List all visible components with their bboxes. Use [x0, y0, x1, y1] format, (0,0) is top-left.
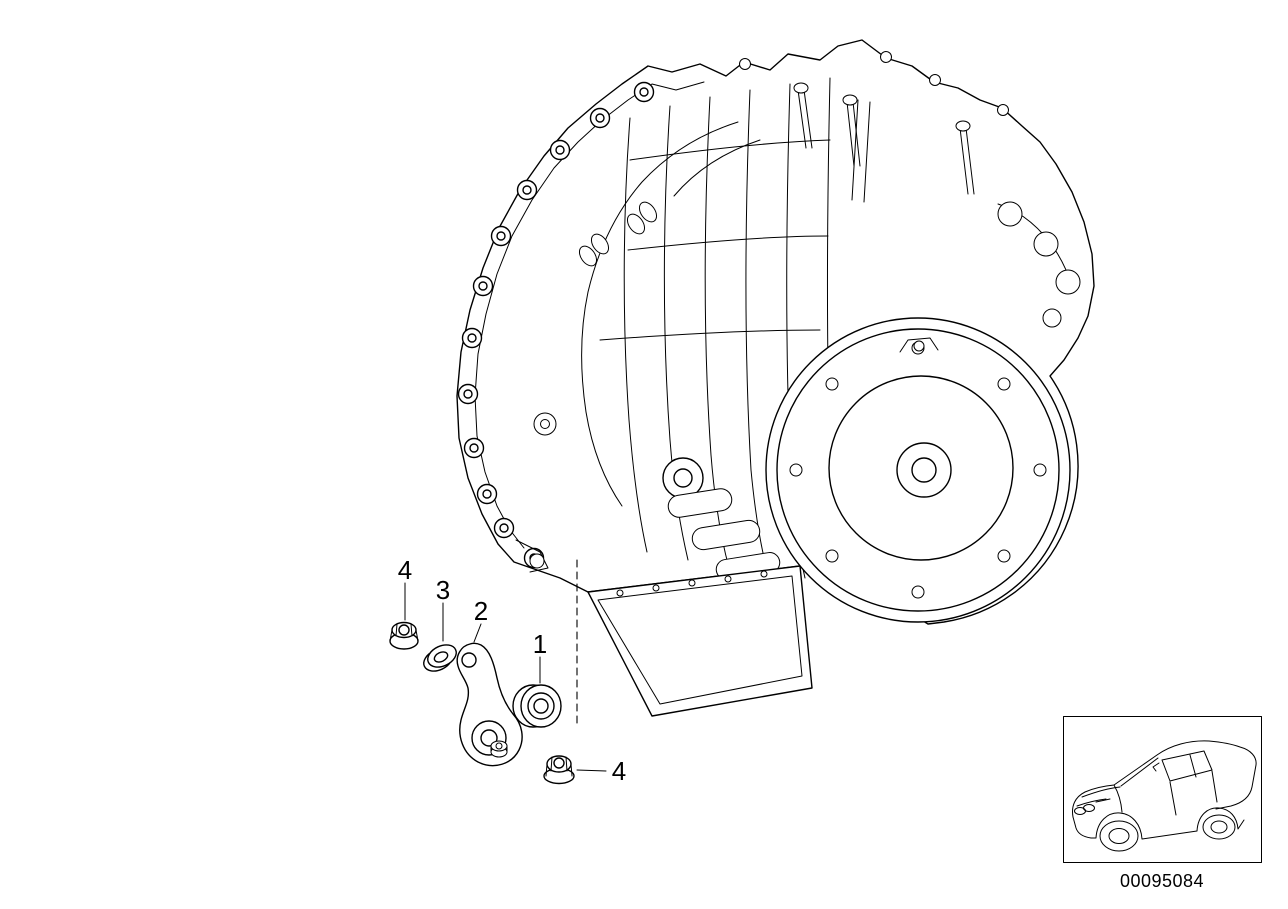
part-nut-top — [389, 621, 419, 650]
callout-label-2[interactable]: 2 — [473, 596, 489, 626]
part-selector-lever — [456, 642, 523, 767]
part-washer — [423, 644, 457, 672]
car-thumbnail — [1063, 716, 1262, 863]
thumbnail-box — [1063, 716, 1262, 863]
diagram-part-number: 00095084 — [1119, 871, 1205, 891]
car-icon — [1072, 740, 1257, 852]
part-seal — [512, 684, 562, 728]
transmission-drawing — [456, 39, 1095, 625]
callout-label-3[interactable]: 3 — [435, 575, 451, 605]
callout-label-4-bottom[interactable]: 4 — [611, 756, 627, 786]
leader-lines — [404, 582, 607, 772]
callout-label-1[interactable]: 1 — [532, 629, 548, 659]
oil-pan — [587, 565, 813, 717]
callout-label-4-top[interactable]: 4 — [397, 555, 413, 585]
part-nut-bottom — [543, 755, 575, 785]
